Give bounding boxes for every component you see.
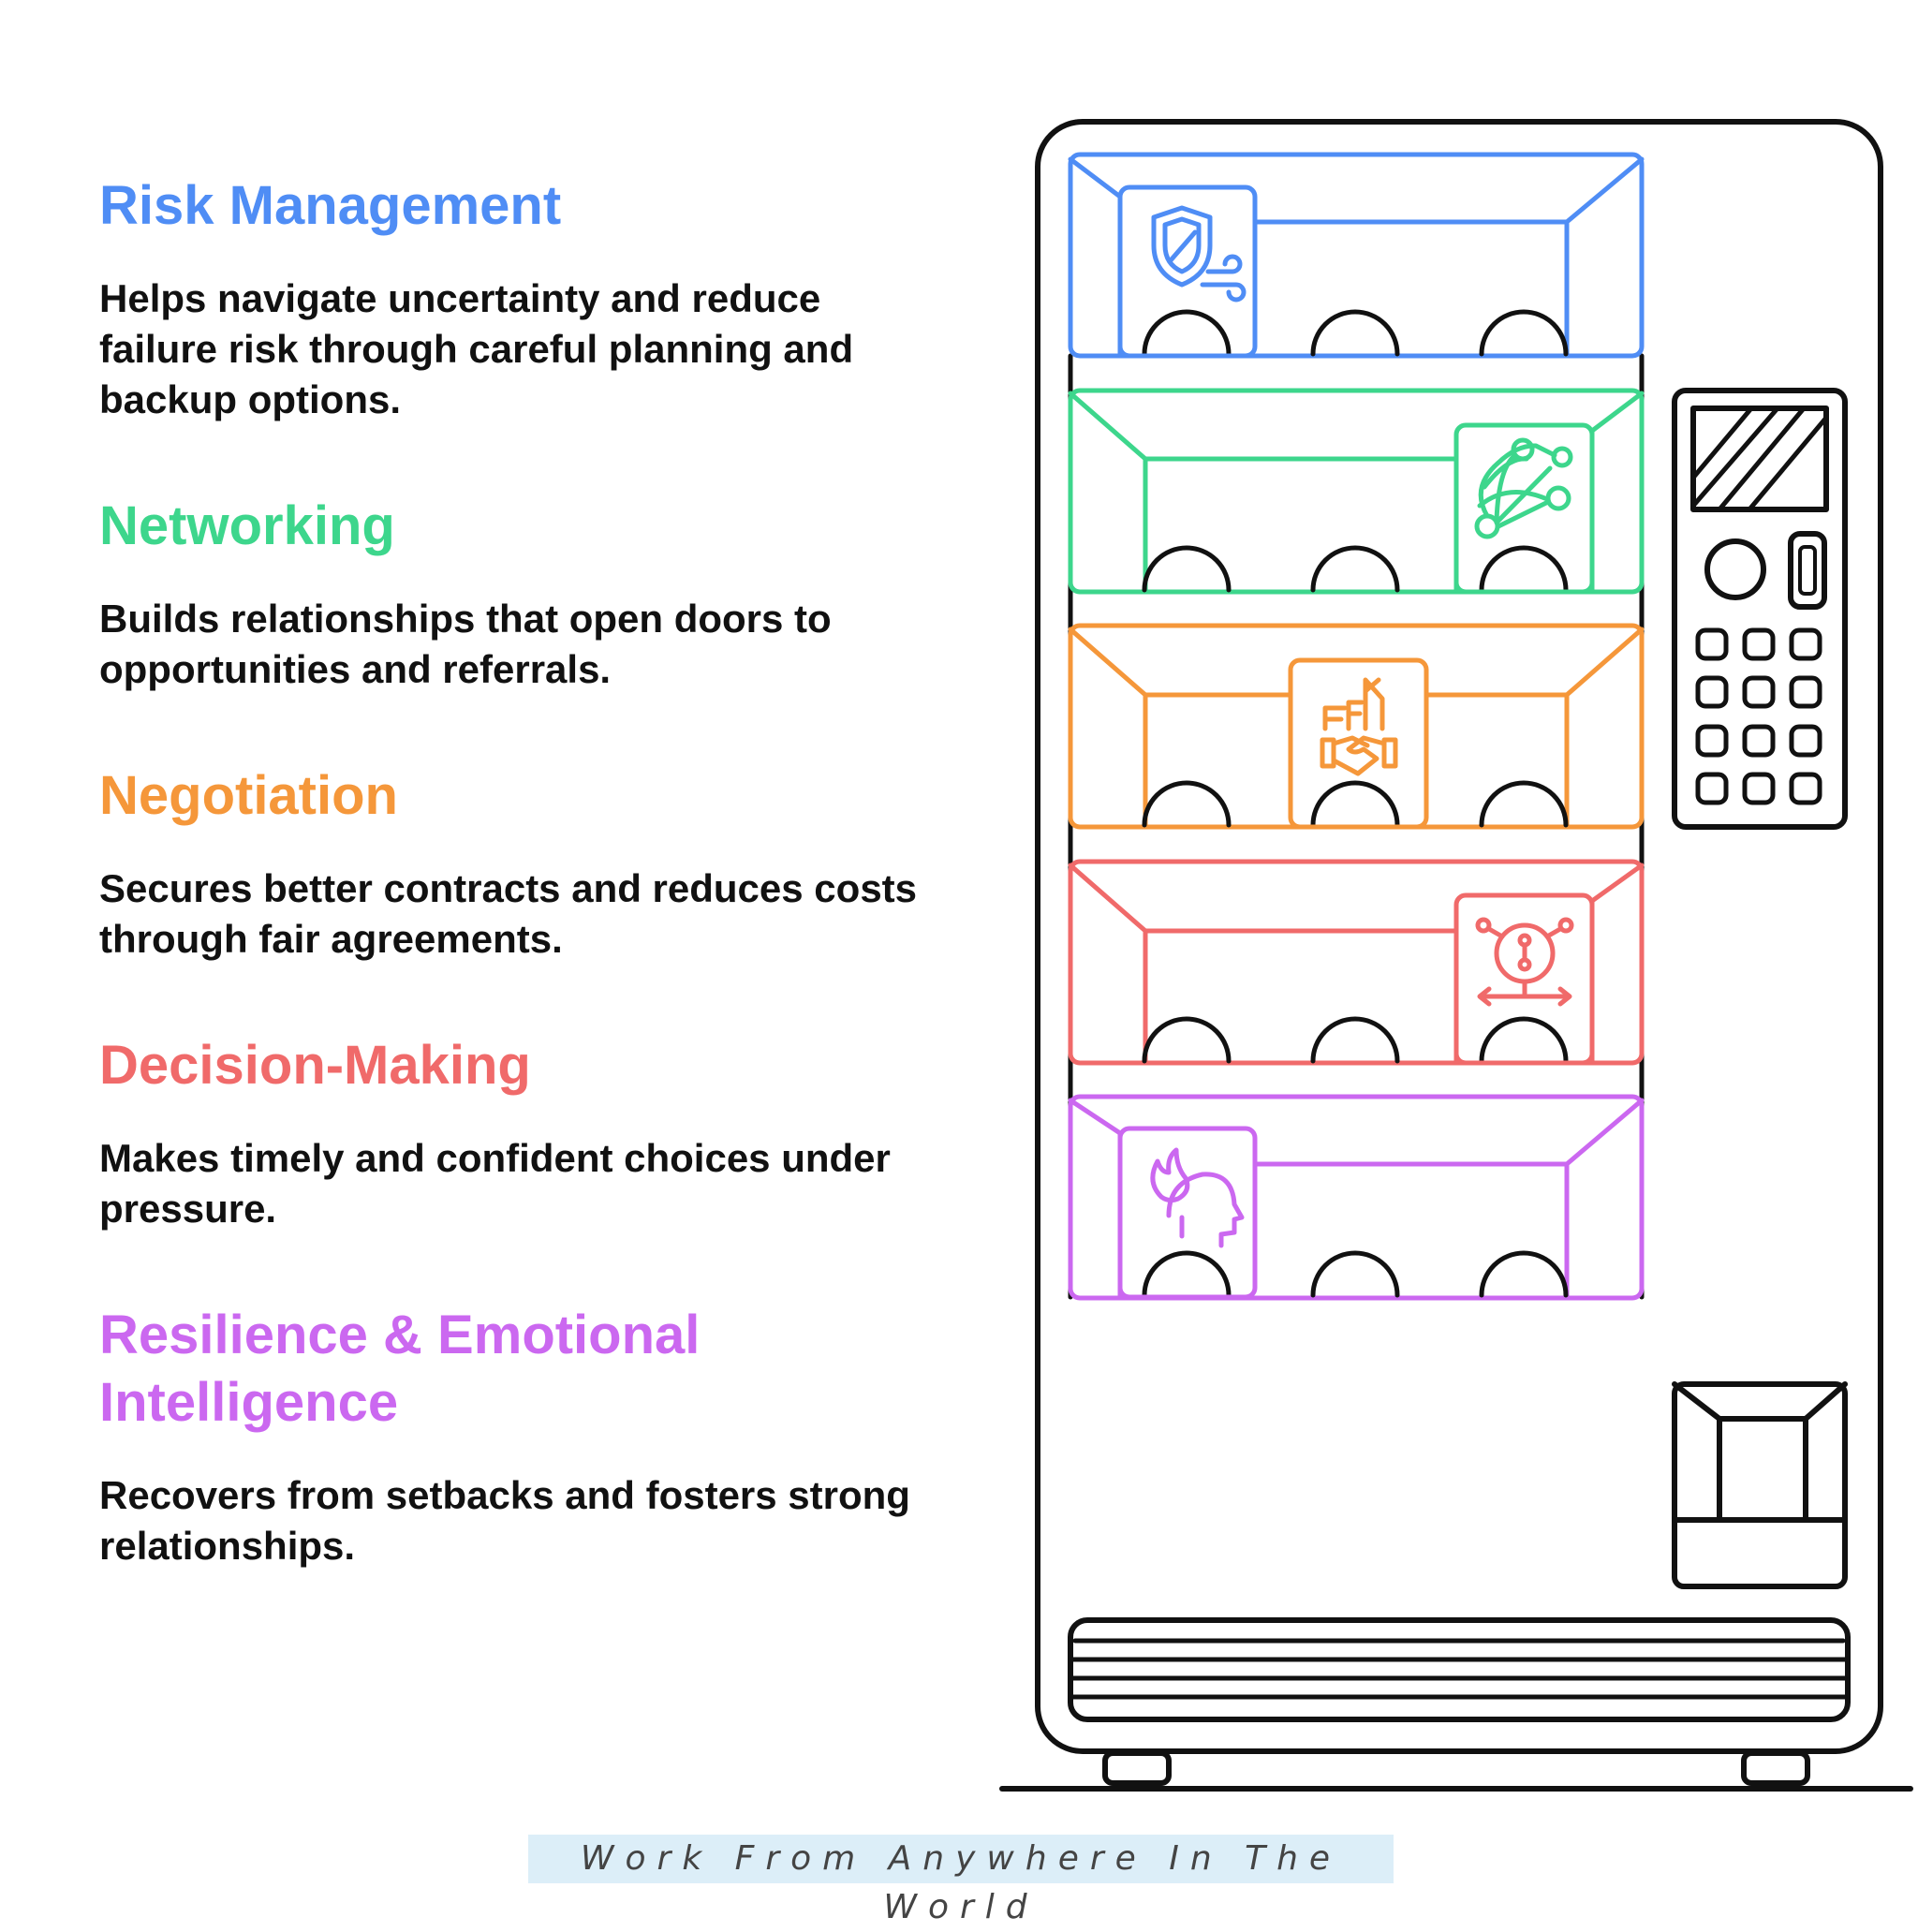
shelf-resilience (1068, 1094, 1645, 1301)
risk-management-description: Helps navigate uncertainty and reduce fa… (99, 276, 854, 421)
shelf-1-items (1142, 309, 1569, 357)
machine-foot-right (1741, 1750, 1810, 1786)
dispenser-door (1672, 1381, 1848, 1589)
decision-making-description: Makes timely and confident choices under… (99, 1136, 891, 1231)
shelf-4-items (1142, 1016, 1569, 1064)
footer-tagline: Work From Anywhere In The World (528, 1835, 1394, 1926)
machine-foot-left (1102, 1750, 1172, 1786)
handshake-deal-icon (1288, 657, 1429, 830)
resilience-title: Resilience & Emotional Intelligence (99, 1305, 701, 1433)
network-nodes-icon (1453, 422, 1595, 595)
control-panel (1672, 388, 1848, 830)
resilience-description: Recovers from setbacks and fosters stron… (99, 1473, 910, 1568)
coin-slot-button (1704, 538, 1766, 600)
vent-grille (1068, 1617, 1851, 1722)
shield-wind-icon (1117, 184, 1258, 359)
risk-management-title: Risk Management (99, 175, 562, 236)
head-flame-icon (1117, 1126, 1258, 1300)
decision-making-title: Decision-Making (99, 1035, 531, 1096)
negotiation-description: Secures better contracts and reduces cos… (99, 866, 918, 961)
decision-arrows-icon (1453, 892, 1595, 1066)
networking-title: Networking (99, 495, 395, 556)
shelf-risk-management (1068, 152, 1645, 359)
networking-description: Builds relationships that open doors to … (99, 597, 832, 691)
shelf-3-items (1142, 780, 1569, 828)
display-screen (1690, 406, 1829, 512)
shelf-2-items (1142, 545, 1569, 593)
shelf-5-items (1142, 1250, 1569, 1298)
keypad (1695, 627, 1822, 805)
card-slot (1788, 531, 1827, 610)
negotiation-title: Negotiation (99, 765, 398, 826)
machine-body (1035, 119, 1883, 1754)
